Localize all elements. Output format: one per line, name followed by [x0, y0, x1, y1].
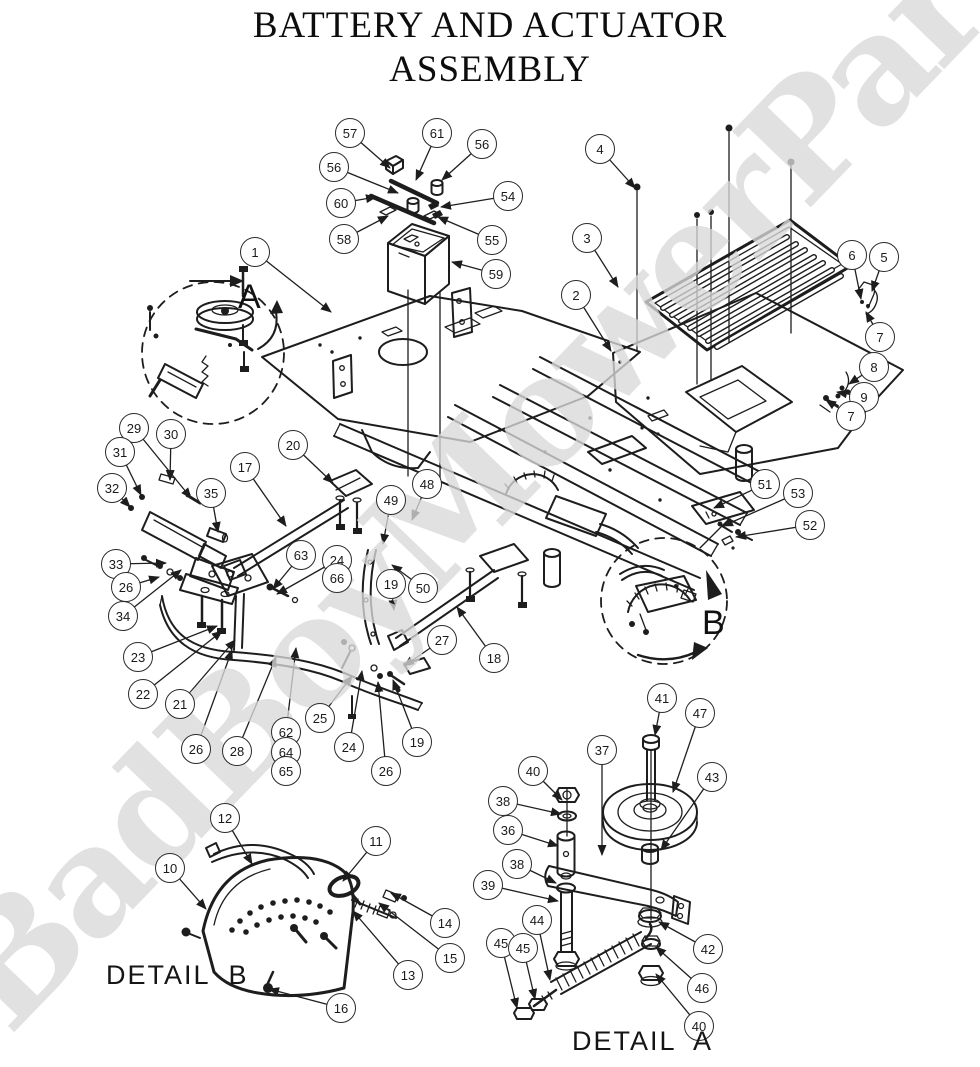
callout-balloon-34: 34 — [108, 601, 138, 631]
callout-balloon-20: 20 — [278, 430, 308, 460]
callout-balloon-53: 53 — [783, 478, 813, 508]
detail-view-b — [600, 519, 729, 665]
callout-balloon-10: 10 — [155, 853, 185, 883]
callout-balloon-17: 17 — [230, 452, 260, 482]
callout-balloon-3: 3 — [572, 223, 602, 253]
view-a-label: A — [238, 278, 261, 316]
callout-balloon-12: 12 — [210, 803, 240, 833]
callout-balloon-55: 55 — [477, 225, 507, 255]
callout-balloon-22: 22 — [128, 679, 158, 709]
callout-balloon-36: 36 — [493, 815, 523, 845]
callout-balloon-56: 56 — [319, 152, 349, 182]
callout-balloon-43: 43 — [697, 762, 727, 792]
callout-balloon-19: 19 — [402, 727, 432, 757]
callout-balloon-51: 51 — [750, 469, 780, 499]
callout-balloon-11: 11 — [361, 826, 391, 856]
callout-balloon-25: 25 — [305, 703, 335, 733]
callout-balloon-26: 26 — [111, 572, 141, 602]
long-bolts — [633, 124, 795, 385]
callout-balloon-38: 38 — [488, 786, 518, 816]
callout-balloon-18: 18 — [479, 643, 509, 673]
callout-balloon-1: 1 — [240, 237, 270, 267]
callout-balloon-8: 8 — [859, 352, 889, 382]
callout-balloon-28: 28 — [222, 736, 252, 766]
callout-balloon-24: 24 — [334, 732, 364, 762]
callout-balloon-23: 23 — [123, 642, 153, 672]
view-b-label: B — [702, 604, 725, 642]
callout-balloon-59: 59 — [481, 259, 511, 289]
callout-balloon-47: 47 — [685, 698, 715, 728]
callout-balloon-6: 6 — [837, 240, 867, 270]
callout-balloon-49: 49 — [376, 485, 406, 515]
detail-b-label: DETAIL B — [106, 960, 249, 990]
link-rod-17 — [223, 469, 373, 581]
page-title: BATTERY AND ACTUATOR ASSEMBLY — [0, 4, 980, 93]
callout-balloon-48: 48 — [412, 469, 442, 499]
callout-balloon-57: 57 — [335, 118, 365, 148]
callout-balloon-52: 52 — [795, 510, 825, 540]
callout-balloon-38: 38 — [502, 849, 532, 879]
callout-balloon-7: 7 — [865, 322, 895, 352]
page-title-line2: ASSEMBLY — [389, 49, 591, 91]
detail-a-label: DETAIL A — [572, 1026, 714, 1056]
callout-balloon-19: 19 — [376, 569, 406, 599]
callout-balloon-63: 63 — [286, 540, 316, 570]
callout-balloon-15: 15 — [435, 943, 465, 973]
page-title-line1: BATTERY AND ACTUATOR — [252, 5, 728, 46]
callout-balloon-60: 60 — [326, 188, 356, 218]
link-rod-18 — [387, 543, 529, 651]
callout-balloon-30: 30 — [156, 419, 186, 449]
callout-balloon-16: 16 — [326, 993, 356, 1023]
callout-balloon-41: 41 — [647, 683, 677, 713]
callout-balloon-39: 39 — [473, 870, 503, 900]
callout-balloon-5: 5 — [869, 242, 899, 272]
callout-balloon-37: 37 — [587, 735, 617, 765]
callout-balloon-65: 65 — [271, 756, 301, 786]
callout-balloon-44: 44 — [522, 905, 552, 935]
detail-view-a — [141, 266, 285, 425]
callout-balloon-35: 35 — [196, 478, 226, 508]
callout-balloon-21: 21 — [165, 689, 195, 719]
callout-balloon-54: 54 — [493, 181, 523, 211]
callout-balloon-58: 58 — [329, 224, 359, 254]
callout-balloon-56: 56 — [467, 129, 497, 159]
callout-balloon-40: 40 — [684, 1011, 714, 1041]
callout-balloon-42: 42 — [693, 934, 723, 964]
callout-balloon-7: 7 — [836, 401, 866, 431]
detail-a-assembly — [513, 734, 698, 1020]
detail-b-assembly — [181, 842, 407, 998]
callout-balloon-26: 26 — [181, 734, 211, 764]
callout-balloon-32: 32 — [97, 473, 127, 503]
callout-balloon-50: 50 — [408, 573, 438, 603]
callout-balloon-13: 13 — [393, 960, 423, 990]
callout-balloon-4: 4 — [585, 134, 615, 164]
callout-balloon-61: 61 — [422, 118, 452, 148]
callout-balloon-27: 27 — [427, 625, 457, 655]
callout-balloon-26: 26 — [371, 756, 401, 786]
callout-balloon-14: 14 — [430, 908, 460, 938]
callout-balloon-40: 40 — [518, 756, 548, 786]
callout-balloon-2: 2 — [561, 280, 591, 310]
callout-balloon-66: 66 — [322, 563, 352, 593]
callout-balloon-45: 45 — [508, 933, 538, 963]
callout-balloon-31: 31 — [105, 437, 135, 467]
callout-balloon-46: 46 — [687, 973, 717, 1003]
